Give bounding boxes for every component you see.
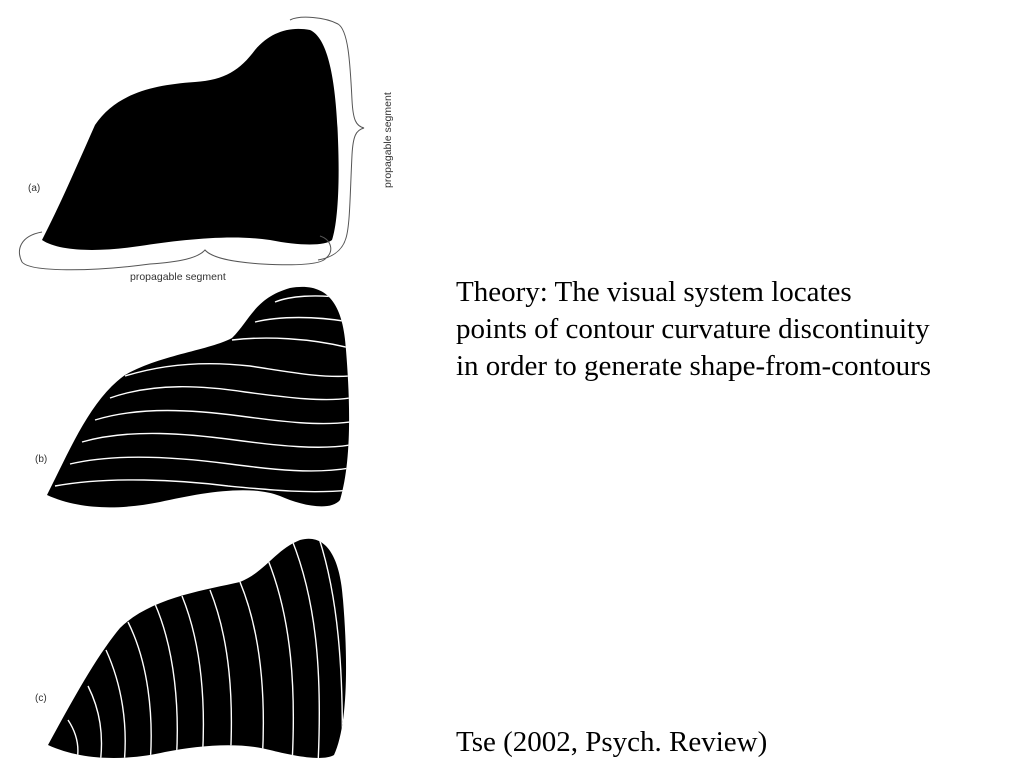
panel-a: (a) propagable segment propagable segmen… bbox=[19, 16, 394, 283]
panel-c: (c) bbox=[35, 538, 347, 758]
panel-b-label: (b) bbox=[35, 454, 47, 465]
panel-b-shape bbox=[47, 286, 350, 508]
theory-statement: Theory: The visual system locates points… bbox=[456, 274, 1016, 385]
panel-b-contours bbox=[54, 295, 350, 493]
panel-a-label: (a) bbox=[28, 183, 40, 194]
right-brace bbox=[289, 16, 365, 261]
bottom-brace-label: propagable segment bbox=[130, 271, 226, 283]
shape-figure: (a) propagable segment propagable segmen… bbox=[19, 16, 394, 758]
panel-a-shape bbox=[42, 28, 339, 250]
theory-line: points of contour curvature discontinuit… bbox=[456, 313, 930, 345]
theory-line: in order to generate shape-from-contours bbox=[456, 350, 932, 382]
panel-b: (b) bbox=[35, 286, 350, 508]
panel-c-label: (c) bbox=[35, 693, 47, 704]
citation: Tse (2002, Psych. Review) bbox=[456, 726, 768, 758]
right-brace-label: propagable segment bbox=[382, 92, 394, 188]
theory-line: Theory: The visual system locates bbox=[456, 276, 852, 308]
